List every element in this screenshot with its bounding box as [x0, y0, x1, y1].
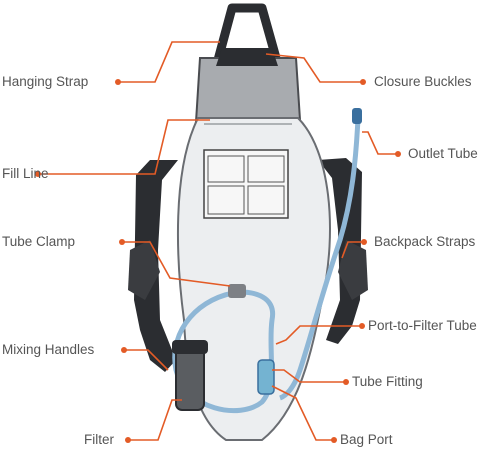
leader-dots [35, 79, 401, 443]
backpack-straps-graphic [128, 158, 368, 372]
label-backpack-straps: Backpack Straps [374, 234, 476, 249]
label-bag-port: Bag Port [340, 432, 393, 447]
label-mixing-handles: Mixing Handles [2, 342, 95, 357]
hanging-strap-graphic [213, 3, 281, 62]
label-filter: Filter [84, 432, 114, 447]
leader-lines [38, 41, 398, 441]
label-outlet-tube: Outlet Tube [408, 146, 478, 161]
outlet-tube-nozzle-graphic [352, 108, 362, 124]
instruction-panel-graphic [203, 149, 289, 219]
label-fill-line: Fill Line [2, 166, 49, 181]
label-hanging-strap: Hanging Strap [2, 74, 89, 89]
port-to-filter-tube-graphic [172, 289, 276, 414]
tube-clamp-graphic [228, 284, 246, 298]
tube-fitting-graphic [257, 359, 275, 395]
label-closure-buckles: Closure Buckles [374, 74, 472, 89]
roll-top-closure-graphic [194, 57, 302, 124]
label-tube-clamp: Tube Clamp [2, 234, 76, 249]
closure-buckles-graphic [216, 48, 278, 66]
label-tube-fitting: Tube Fitting [352, 374, 423, 389]
label-port-to-filter-tube: Port-to-Filter Tube [368, 318, 477, 333]
outlet-tube-graphic [279, 117, 361, 401]
